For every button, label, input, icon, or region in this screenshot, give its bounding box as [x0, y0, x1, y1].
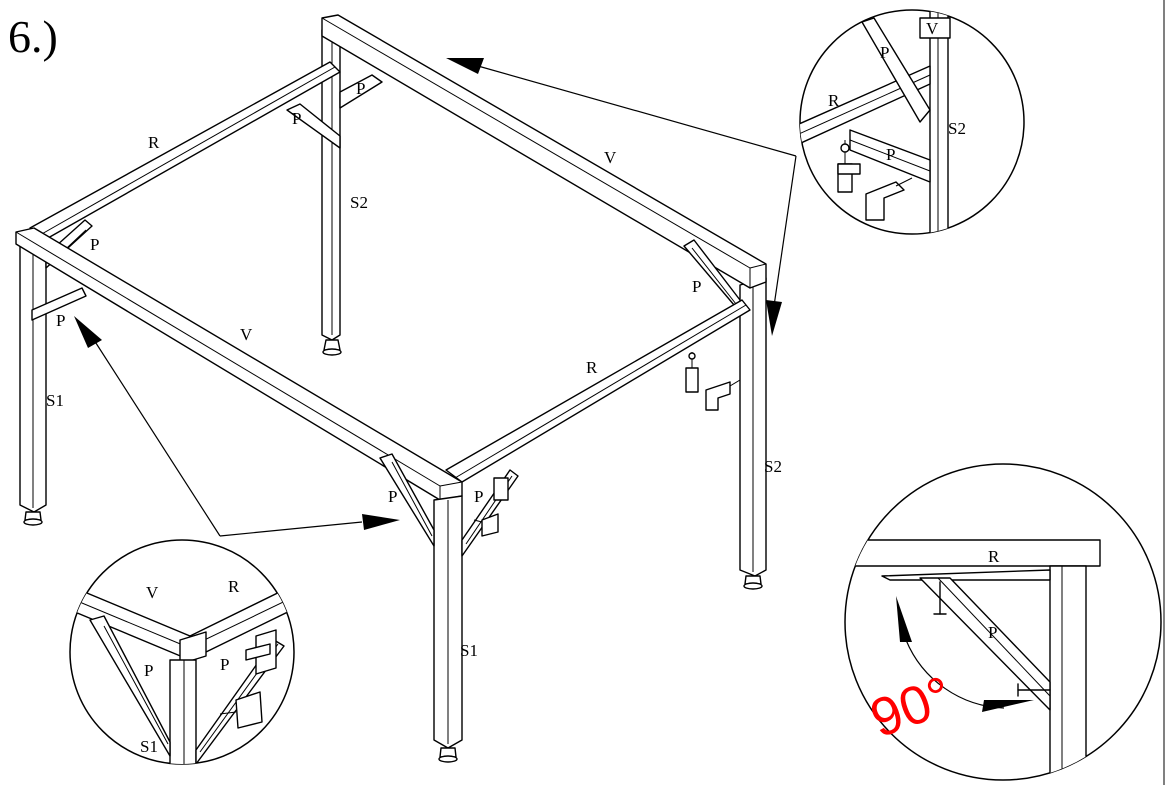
label-rail-left: R — [148, 133, 160, 152]
label-post-front-left: S1 — [46, 391, 64, 410]
detail-bottom-right: R P 90° — [844, 463, 1162, 781]
label-brace-left-1: P — [90, 235, 99, 254]
callout-arrows — [74, 58, 797, 537]
main-frame: R R V V S1 S1 S2 S2 P P P P P P P — [15, 14, 782, 763]
rail-left-r — [29, 61, 341, 239]
right-brace — [683, 239, 741, 313]
label-brace-back-2: P — [356, 79, 365, 98]
label-brace-right: P — [692, 277, 701, 296]
back-braces — [286, 74, 383, 149]
detail-tr-brace-2-label: P — [886, 145, 895, 164]
detail-top-right: V P R P S2 — [799, 9, 1025, 235]
detail-bl-brace-2-label: P — [220, 655, 229, 674]
beam-back-v — [321, 14, 767, 289]
detail-bottom-left: V R P P S1 — [69, 539, 295, 765]
angle-arrow-up — [896, 596, 912, 642]
detail-tr-brace-1-label: P — [880, 43, 889, 62]
arrow-head-1 — [446, 58, 484, 74]
detail-bl-brace-1-label: P — [144, 661, 153, 680]
detail-tr-beam-label: V — [926, 19, 939, 38]
label-brace-left-2: P — [56, 311, 65, 330]
label-post-back-right: S2 — [764, 457, 782, 476]
arrow-head-3 — [74, 316, 102, 348]
label-rail-front: R — [586, 358, 598, 377]
detail-bl-rail-label: R — [228, 577, 240, 596]
arrow-head-4 — [362, 514, 400, 530]
detail-bl-post-label: S1 — [140, 737, 158, 756]
detail-br-brace-label: P — [988, 623, 997, 642]
detail-tr-post-label: S2 — [948, 119, 966, 138]
detail-br-rail-label: R — [988, 547, 1000, 566]
label-post-back-left: S2 — [350, 193, 368, 212]
angle-arrow-right — [982, 700, 1034, 712]
detail-bl-beam-label: V — [146, 583, 159, 602]
label-beam-front: V — [240, 325, 253, 344]
arrow-head-2 — [766, 300, 782, 336]
post-back-left — [321, 29, 342, 356]
post-back-right — [739, 277, 767, 590]
label-beam-back: V — [604, 148, 617, 167]
post-front-center — [433, 495, 463, 763]
detail-tr-rail-label: R — [828, 91, 840, 110]
label-post-front-right: S1 — [460, 641, 478, 660]
post-front-left — [19, 244, 47, 526]
label-brace-center-2: P — [474, 487, 483, 506]
label-brace-back-1: P — [292, 109, 301, 128]
clamp-tool-right — [685, 352, 741, 411]
label-brace-center-1: P — [388, 487, 397, 506]
rail-front-r — [445, 299, 751, 483]
clamp-tool-center — [473, 477, 509, 537]
step-label: 6.) — [8, 11, 58, 62]
